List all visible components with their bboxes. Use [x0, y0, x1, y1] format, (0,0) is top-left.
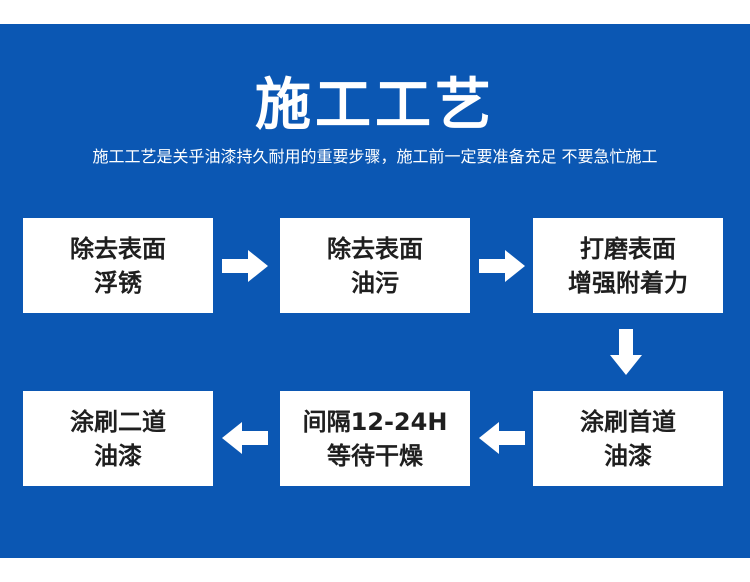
step-box-5: 间隔12-24H 等待干燥	[280, 391, 470, 486]
step-box-2: 除去表面 油污	[280, 218, 470, 313]
step-2-line2: 油污	[351, 268, 399, 297]
arrow-right-icon	[222, 250, 268, 282]
arrow-left-icon	[222, 422, 268, 454]
step-1-line1: 除去表面	[70, 234, 166, 263]
step-2-line1: 除去表面	[327, 234, 423, 263]
step-5-line2: 等待干燥	[327, 441, 423, 470]
step-6-line1: 涂刷二道	[70, 407, 166, 436]
step-5-line1: 间隔12-24H	[302, 407, 448, 436]
step-3-line2: 增强附着力	[568, 268, 688, 297]
step-3-line1: 打磨表面	[580, 234, 676, 263]
step-4-line2: 油漆	[604, 441, 652, 470]
arrow-right-icon	[479, 250, 525, 282]
arrow-left-icon	[479, 422, 525, 454]
page-subtitle: 施工工艺是关乎油漆持久耐用的重要步骤，施工前一定要准备充足 不要急忙施工	[92, 147, 658, 166]
step-1-line2: 浮锈	[94, 268, 142, 297]
page-title: 施工工艺	[255, 73, 495, 138]
arrow-down-icon	[610, 329, 642, 375]
step-box-4: 涂刷首道 油漆	[533, 391, 723, 486]
step-box-3: 打磨表面 增强附着力	[533, 218, 723, 313]
step-4-line1: 涂刷首道	[580, 407, 676, 436]
step-box-6: 涂刷二道 油漆	[23, 391, 213, 486]
step-box-1: 除去表面 浮锈	[23, 218, 213, 313]
step-6-line2: 油漆	[94, 441, 142, 470]
